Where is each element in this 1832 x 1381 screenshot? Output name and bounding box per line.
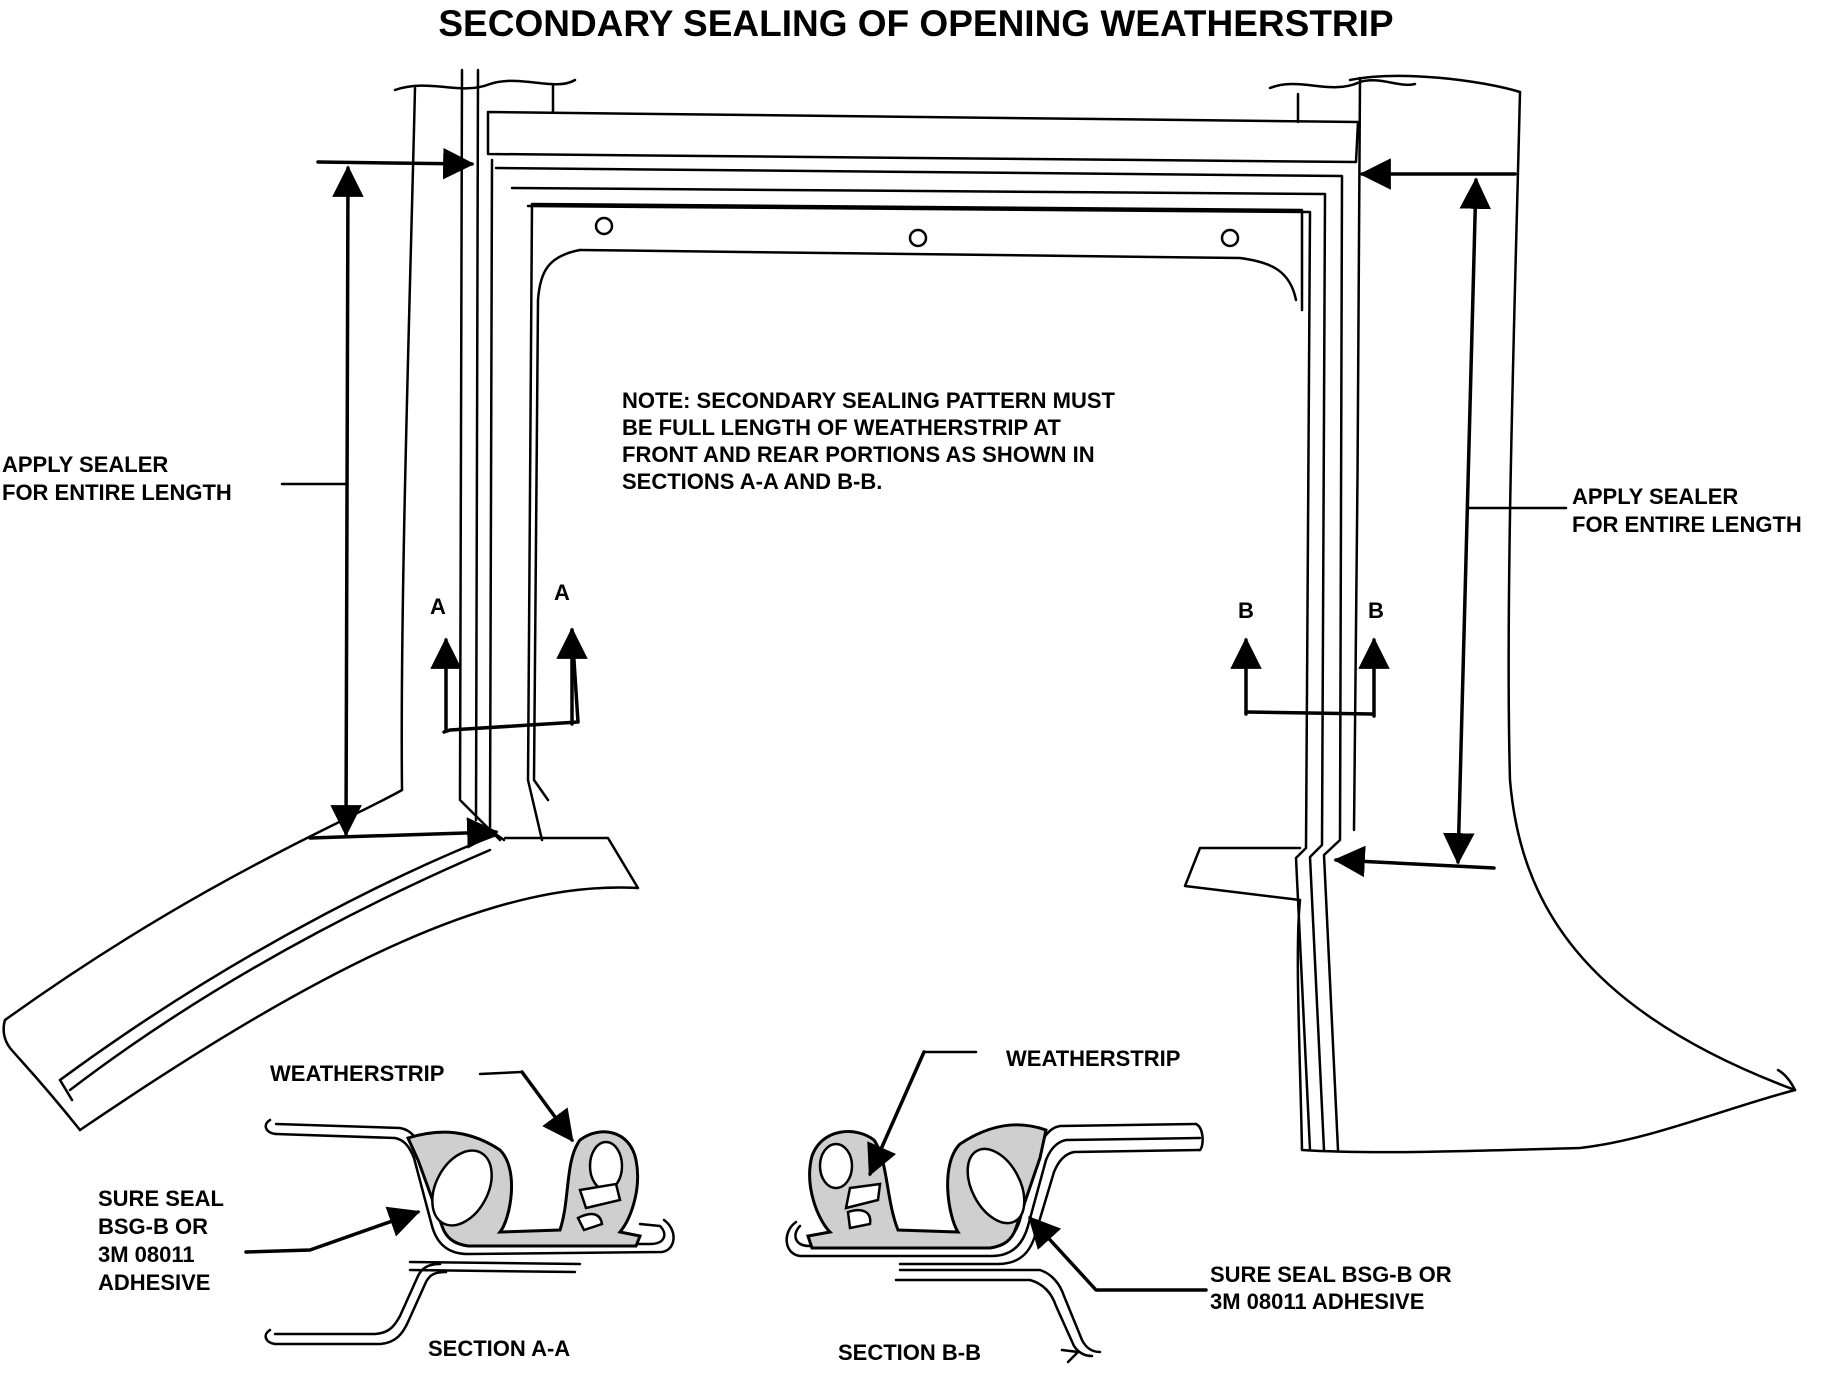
svg-text:APPLY SEALER: APPLY SEALER [1572,484,1738,509]
svg-text:ADHESIVE: ADHESIVE [98,1270,210,1295]
section-b-adhesive-label: SURE SEAL BSG-B OR 3M 08011 ADHESIVE [1210,1262,1452,1314]
svg-text:3M 08011 ADHESIVE: 3M 08011 ADHESIVE [1210,1289,1424,1314]
svg-text:FRONT AND REAR PORTIONS AS SHO: FRONT AND REAR PORTIONS AS SHOWN IN [622,442,1095,467]
svg-text:SECTIONS A-A AND B-B.: SECTIONS A-A AND B-B. [622,469,882,494]
svg-text:APPLY SEALER: APPLY SEALER [2,452,168,477]
section-a-detail [244,1070,675,1346]
diagram-title: SECONDARY SEALING OF OPENING WEATHERSTRI… [438,3,1393,44]
left-dimension-arrows [280,147,499,849]
section-a-cut [430,627,588,734]
section-a-caption: SECTION A-A [428,1336,570,1361]
svg-text:FOR ENTIRE LENGTH: FOR ENTIRE LENGTH [1572,512,1802,537]
section-marker-b-left: B [1238,598,1254,623]
note-text: NOTE: SECONDARY SEALING PATTERN MUST BE … [622,388,1116,494]
left-callout: APPLY SEALER FOR ENTIRE LENGTH [2,452,232,505]
right-callout: APPLY SEALER FOR ENTIRE LENGTH [1572,484,1802,537]
svg-text:SURE SEAL BSG-B OR: SURE SEAL BSG-B OR [1210,1262,1452,1287]
svg-text:NOTE: SECONDARY SEALING PATTE: NOTE: SECONDARY SEALING PATTERN MUST [622,388,1116,413]
section-b-weatherstrip-label: WEATHERSTRIP [1006,1046,1180,1071]
section-a-weatherstrip-label: WEATHERSTRIP [270,1061,444,1086]
right-dimension-arrows [1333,158,1568,878]
section-marker-a-right: A [554,580,570,605]
svg-text:3M 08011: 3M 08011 [98,1242,195,1267]
section-a-adhesive-label: SURE SEAL BSG-B OR 3M 08011 ADHESIVE [98,1186,224,1295]
svg-text:FOR ENTIRE LENGTH: FOR ENTIRE LENGTH [2,480,232,505]
svg-text:BSG-B OR: BSG-B OR [98,1214,208,1239]
section-marker-a-left: A [430,594,446,619]
section-b-cut [1230,637,1390,718]
section-b-detail [785,1050,1208,1364]
svg-text:BE FULL LENGTH OF WEATHERSTRIP: BE FULL LENGTH OF WEATHERSTRIP AT [622,415,1061,440]
svg-text:SURE SEAL: SURE SEAL [98,1186,224,1211]
section-marker-b-right: B [1368,598,1384,623]
section-b-caption: SECTION B-B [838,1340,981,1365]
door-frame [2,68,1797,1154]
